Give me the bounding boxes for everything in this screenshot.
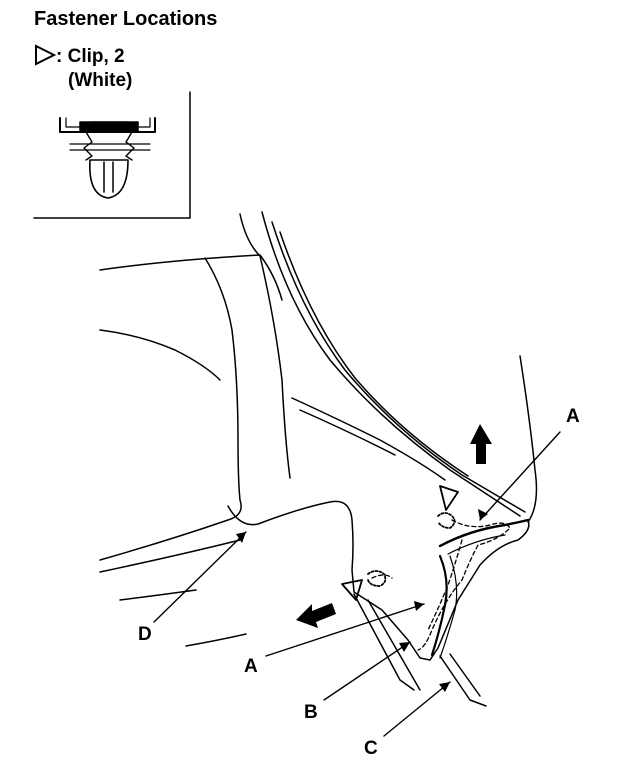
rear-quarter-body: [99, 211, 538, 707]
leader-b: [323, 641, 411, 701]
legend-clip-color: (White): [68, 70, 133, 91]
callout-a-lower: A: [244, 656, 258, 677]
arrow-left-icon: [296, 603, 336, 628]
leader-a-upper: [479, 431, 561, 521]
clip-detail-inset: [33, 91, 191, 219]
callout-leaders: [153, 431, 561, 737]
callout-b: B: [304, 702, 318, 723]
clip-cross-section-drawing: [59, 117, 156, 199]
garnish-hidden-outline: [371, 519, 511, 651]
callout-a-upper: A: [566, 406, 580, 427]
clip-marker-icons: [341, 485, 459, 601]
arrow-up-icon: [470, 424, 492, 464]
page-title: Fastener Locations: [34, 8, 218, 30]
leader-d: [153, 531, 247, 623]
triangle-outline-icon: [35, 44, 56, 66]
legend-clip-label: : Clip, 2: [56, 46, 125, 67]
clip-marker-lower-icon: [341, 579, 363, 601]
leader-c: [383, 681, 451, 737]
callout-c: C: [364, 738, 378, 759]
direction-arrows: [296, 424, 492, 628]
fastener-legend: : Clip, 2 (White): [34, 44, 132, 93]
clip-marker-upper-icon: [439, 485, 459, 511]
callout-d: D: [138, 624, 152, 645]
leader-a-lower: [265, 603, 425, 657]
